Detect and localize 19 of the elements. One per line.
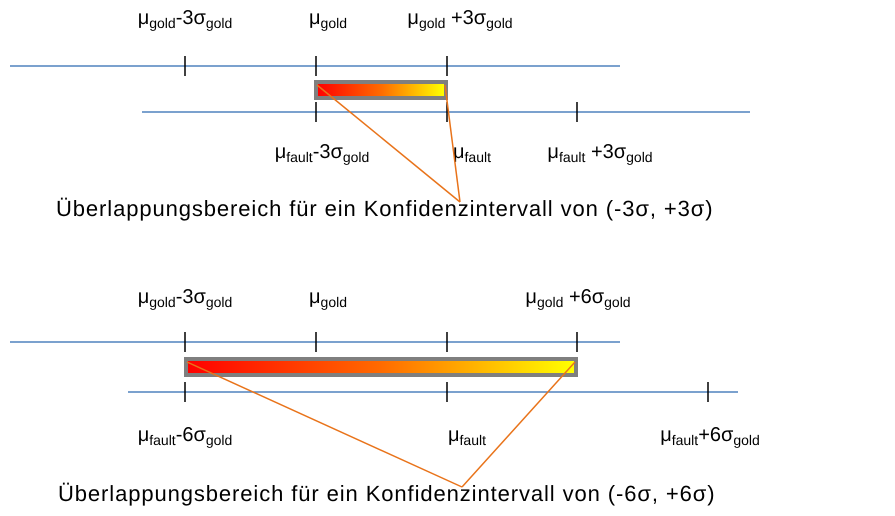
- tick-label: μ$_{gold}$-3σ$_{gold}$: [138, 6, 232, 32]
- tick-label: μ$_{fault}$: [448, 423, 486, 449]
- leader-line: [461, 362, 576, 488]
- overlap-bar: [314, 80, 448, 100]
- tick-label: μ$_{fault}$-6σ$_{gold}$: [138, 423, 232, 449]
- caption-text: Überlappungsbereich für ein Konfidenzintervall von (-6σ, +6σ): [58, 481, 716, 507]
- tick-label: μ$_{gold}$-3σ$_{gold}$: [138, 285, 232, 311]
- tick-label: μ$_{gold}$: [309, 6, 347, 32]
- overlap-bar: [184, 357, 578, 377]
- caption-text: Überlappungsbereich für ein Konfidenzintervall von (-3σ, +3σ): [56, 196, 714, 222]
- tick-label: μ$_{gold}$: [309, 285, 347, 311]
- tick-label: μ$_{fault}$ +3σ$_{gold}$: [547, 140, 653, 166]
- leader-line: [316, 84, 460, 203]
- tick-label: μ$_{gold}$ +6σ$_{gold}$: [525, 285, 631, 311]
- tick-label: μ$_{fault}$-3σ$_{gold}$: [274, 140, 370, 166]
- tick-label: μ$_{gold}$ +3σ$_{gold}$: [407, 6, 513, 32]
- tick-label: μ$_{fault}$+6σ$_{gold}$: [660, 423, 760, 449]
- leader-line: [444, 84, 461, 202]
- leader-line: [186, 361, 462, 488]
